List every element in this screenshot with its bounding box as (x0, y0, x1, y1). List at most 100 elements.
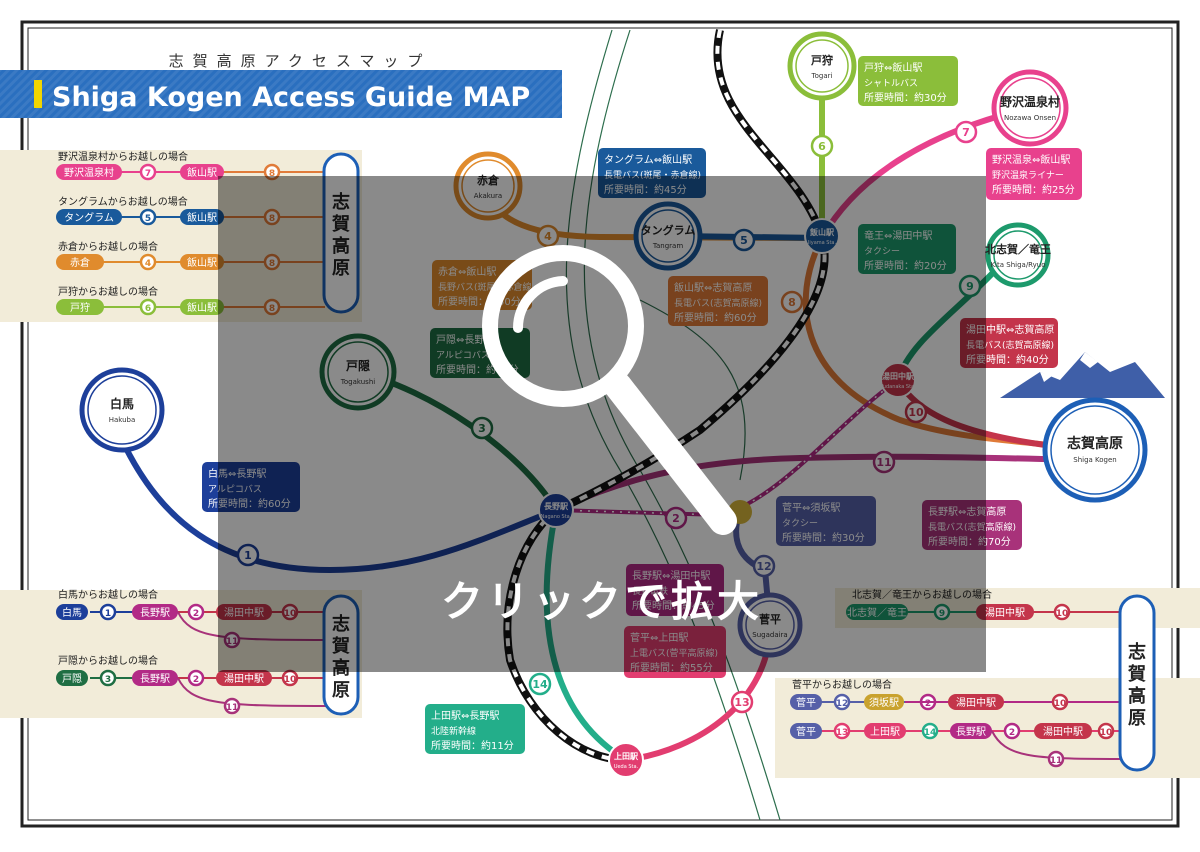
title-banner: Shiga Kogen Access Guide MAP (0, 70, 562, 118)
legend-top-from: 戸狩 (56, 299, 104, 315)
info-box-route-14-line: 北陸新幹線 (431, 725, 476, 737)
svg-text:9: 9 (966, 280, 974, 293)
info-box-route-7-line: 所要時間：約25分 (992, 183, 1075, 196)
station-nozawa-en: Nozawa Onsen (1004, 114, 1056, 122)
svg-text:13: 13 (836, 728, 849, 738)
route-badge-2: 2 (1003, 722, 1021, 740)
route-badge-8: 8 (263, 298, 281, 316)
legend-bottom-mid: 長野駅 (132, 604, 178, 620)
legend-right-row1-mid2: 湯田中駅 (948, 694, 1004, 710)
svg-text:6: 6 (818, 140, 826, 153)
svg-text:7: 7 (145, 169, 151, 179)
svg-text:9: 9 (939, 609, 945, 619)
info-box-route-1-line: アルピコバス (208, 484, 262, 495)
svg-text:菅平: 菅平 (796, 697, 816, 709)
svg-text:5: 5 (740, 234, 748, 247)
route-badge-11: 11 (223, 631, 241, 649)
route-badge-13: 13 (833, 722, 851, 740)
svg-text:11: 11 (226, 637, 239, 647)
svg-text:賀: 賀 (331, 636, 350, 657)
svg-text:1: 1 (244, 549, 252, 562)
route-badge-10: 10 (281, 669, 299, 687)
route-badge-10: 10 (1097, 722, 1115, 740)
route-badge-13: 13 (730, 690, 754, 714)
legend-bottom-from: 白馬 (56, 604, 88, 620)
zoom-overlay[interactable]: クリックで拡大 (218, 176, 986, 672)
station-iiyama-label: 飯山駅 (809, 227, 835, 237)
legend-top-mid: 飯山駅 (180, 209, 224, 225)
legend-right-row1-from: 菅平 (790, 694, 822, 710)
route-badge-5: 5 (139, 208, 157, 226)
route-badge-14: 14 (921, 722, 939, 740)
legend-bottom-mid2: 湯田中駅 (216, 670, 272, 686)
route-badge-11: 11 (872, 450, 896, 474)
route-badge-2: 2 (187, 603, 205, 621)
station-ueda-label: 上田駅 (614, 751, 639, 761)
route-badge-6: 6 (139, 298, 157, 316)
info-box-route-7-line: 野沢温泉ライナー (992, 169, 1064, 181)
station-togakushi-label: 戸隠 (346, 358, 370, 373)
svg-text:14: 14 (924, 728, 937, 738)
info-box-route-12-line: 所要時間：約30分 (782, 531, 865, 544)
info-box-route-9-line: 竜王⇔湯田中駅 (864, 229, 932, 242)
station-kitashiga-label: 北志賀／竜王 (985, 242, 1051, 256)
svg-text:飯山駅: 飯山駅 (187, 256, 217, 269)
info-box-route-6-line: 所要時間：約30分 (864, 91, 947, 104)
svg-text:2: 2 (1009, 728, 1015, 738)
info-box-route-3-line: 戸隠⇔長野駅 (436, 334, 494, 346)
svg-text:高: 高 (332, 657, 350, 679)
info-box-route-5-line: 所要時間：約45分 (604, 183, 687, 196)
legend-top-mid: 飯山駅 (180, 299, 224, 315)
info-box-route-4-line: 赤倉⇔飯山駅 (438, 265, 496, 278)
svg-text:2: 2 (925, 699, 931, 709)
legend-destination: 志賀高原 (1118, 594, 1156, 772)
route-14-line (543, 507, 629, 763)
svg-text:13: 13 (734, 696, 749, 709)
legend-destination: 志賀高原 (322, 594, 360, 716)
svg-text:10: 10 (284, 675, 297, 685)
svg-text:賀: 賀 (1127, 664, 1146, 685)
svg-text:4: 4 (145, 259, 151, 269)
info-box-route-10-line: 長電バス(志賀高原線) (966, 339, 1054, 351)
title-japanese: 志賀高原アクセスマップ (169, 52, 432, 70)
svg-text:原: 原 (332, 680, 350, 701)
svg-text:7: 7 (962, 126, 970, 139)
info-box-route-1-line: 所要時間：約60分 (208, 497, 291, 510)
station-nozawa-label: 野沢温泉村 (1000, 94, 1060, 109)
info-box-route-2-line: 長野電鉄 (632, 585, 668, 597)
info-box-route-8-line: 所要時間：約60分 (674, 311, 757, 324)
legend-top-caption: 赤倉からお越しの場合 (58, 240, 158, 253)
svg-text:10: 10 (908, 406, 924, 419)
svg-text:飯山駅: 飯山駅 (187, 211, 217, 224)
svg-text:飯山駅: 飯山駅 (187, 301, 217, 314)
svg-text:上田駅: 上田駅 (870, 726, 900, 738)
route-badge-12: 12 (833, 693, 851, 711)
route-badge-12: 12 (752, 554, 776, 578)
svg-text:長野駅: 長野駅 (140, 607, 170, 619)
station-nagano-label: 長野駅 (544, 502, 569, 511)
legend-top-caption: タングラムからお越しの場合 (58, 195, 188, 208)
svg-text:3: 3 (478, 422, 486, 435)
info-box-route-9-line: タクシー (864, 246, 900, 257)
svg-text:志: 志 (332, 613, 350, 635)
info-box-route-5-line: 長電バス(斑尾・赤倉線) (604, 169, 701, 181)
svg-text:3: 3 (105, 675, 111, 685)
svg-text:4: 4 (544, 230, 552, 243)
route-badge-14: 14 (528, 672, 552, 696)
legend-right-sugadaira-caption: 菅平からお越しの場合 (792, 678, 892, 691)
legend-right-row1-mid: 須坂駅 (864, 694, 904, 710)
info-box-route-11-line: 長野駅⇔志賀高原 (928, 505, 1006, 518)
station-sugadaira-label: 菅平 (759, 612, 781, 626)
svg-text:戸狩: 戸狩 (70, 301, 90, 314)
